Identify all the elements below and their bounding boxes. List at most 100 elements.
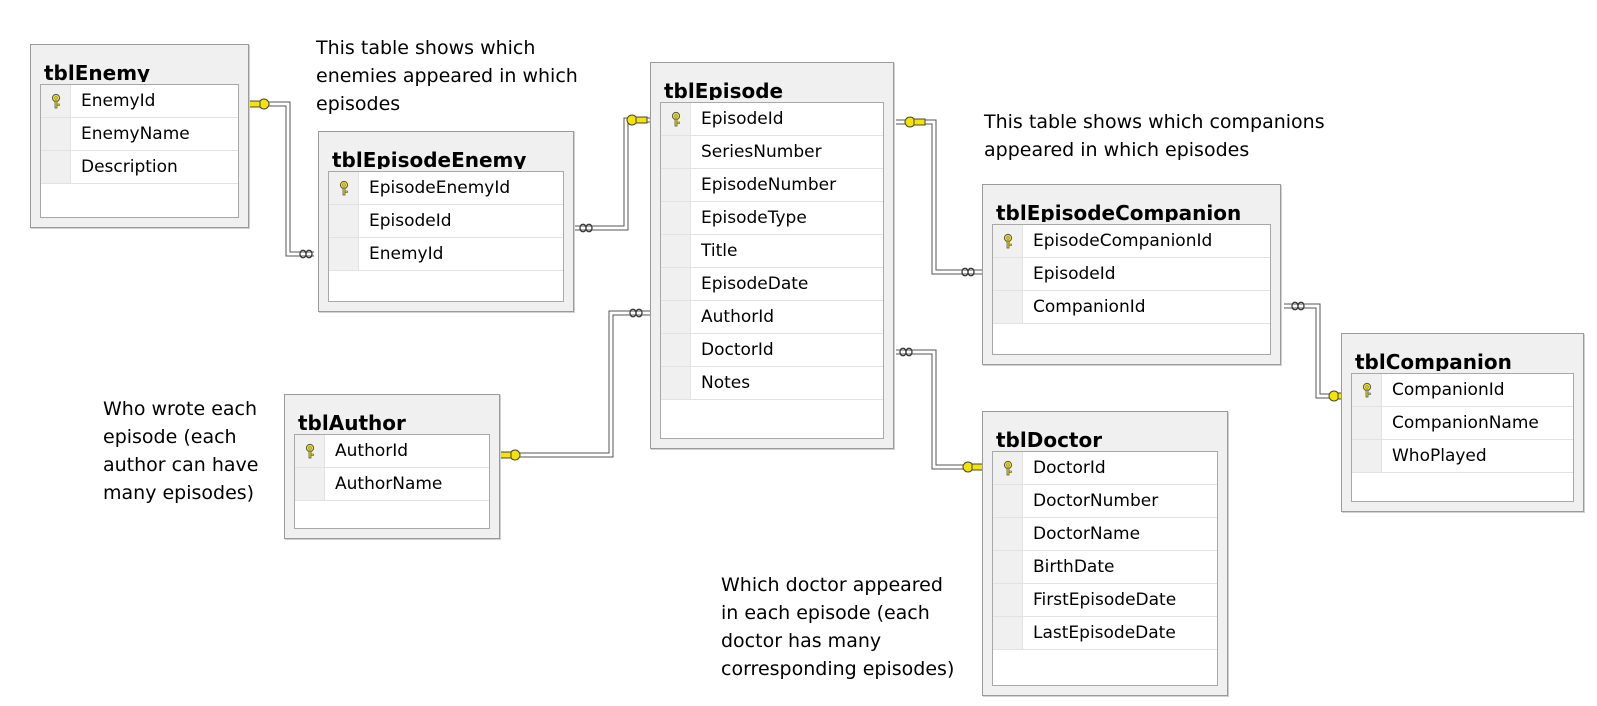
column-row[interactable]: WhoPlayed — [1352, 440, 1573, 473]
column-name: SeriesNumber — [701, 142, 822, 162]
column-row[interactable]: EpisodeType — [661, 202, 883, 235]
column-name: DoctorId — [701, 340, 774, 360]
relationship-episodeenemy-episode — [574, 114, 650, 233]
primary-key-icon — [1352, 374, 1382, 406]
column-row[interactable]: EpisodeId — [329, 205, 563, 238]
column-name: WhoPlayed — [1392, 446, 1487, 466]
column-row[interactable]: CompanionId — [993, 291, 1270, 324]
infinity-end-icon — [961, 267, 975, 277]
column-name: DoctorId — [1033, 458, 1106, 478]
column-row[interactable]: DoctorNumber — [993, 485, 1217, 518]
infinity-end-icon — [1291, 301, 1305, 311]
column-name: EnemyName — [81, 124, 190, 144]
column-name: BirthDate — [1033, 557, 1115, 577]
table-title: tblEpisode — [664, 80, 784, 100]
column-row[interactable]: EnemyId — [329, 238, 563, 271]
column-name: EnemyId — [81, 91, 156, 111]
column-row[interactable]: EpisodeNumber — [661, 169, 883, 202]
column-row[interactable]: AuthorId — [661, 301, 883, 334]
column-row[interactable]: EpisodeId — [993, 258, 1270, 291]
column-row[interactable]: BirthDate — [993, 551, 1217, 584]
row-selector — [661, 367, 691, 399]
relationship-author-episode — [499, 308, 650, 461]
row-selector — [661, 268, 691, 300]
note-line: enemies appeared in which — [316, 65, 578, 87]
infinity-end-icon — [579, 223, 593, 233]
row-selector — [993, 617, 1023, 649]
column-row[interactable]: LastEpisodeDate — [993, 617, 1217, 650]
row-selector — [661, 169, 691, 201]
column-row[interactable]: Title — [661, 235, 883, 268]
column-name: CompanionId — [1392, 380, 1505, 400]
primary-key-icon — [993, 452, 1023, 484]
row-selector — [1352, 407, 1382, 439]
column-row[interactable]: DoctorId — [661, 334, 883, 367]
column-name: LastEpisodeDate — [1033, 623, 1176, 643]
primary-key-icon — [295, 435, 325, 467]
note-line: author can have — [103, 454, 259, 476]
column-name: Notes — [701, 373, 751, 393]
column-name: EpisodeCompanionId — [1033, 231, 1213, 251]
column-name: AuthorId — [335, 441, 409, 461]
column-name: EpisodeId — [1033, 264, 1116, 284]
table-title: tblEpisodeCompanion — [996, 202, 1242, 222]
column-row[interactable]: EnemyId — [41, 85, 238, 118]
table-title: tblEnemy — [44, 62, 151, 82]
column-row[interactable]: DoctorName — [993, 518, 1217, 551]
relationship-episodecompanion-companion — [1284, 301, 1352, 402]
row-selector — [41, 151, 71, 183]
note-line: appeared in which episodes — [984, 139, 1250, 161]
column-row[interactable]: EpisodeId — [661, 103, 883, 136]
column-row[interactable]: EpisodeCompanionId — [993, 225, 1270, 258]
column-name: CompanionName — [1392, 413, 1539, 433]
column-row[interactable]: EpisodeEnemyId — [329, 172, 563, 205]
column-row[interactable]: Notes — [661, 367, 883, 400]
column-row[interactable]: CompanionName — [1352, 407, 1573, 440]
column-row[interactable]: SeriesNumber — [661, 136, 883, 169]
column-row[interactable]: FirstEpisodeDate — [993, 584, 1217, 617]
column-row[interactable]: AuthorName — [295, 468, 489, 501]
column-name: DoctorName — [1033, 524, 1141, 544]
column-row[interactable]: CompanionId — [1352, 374, 1573, 407]
row-selector — [993, 518, 1023, 550]
column-name: EpisodeEnemyId — [369, 178, 511, 198]
row-selector — [661, 235, 691, 267]
row-selector — [295, 468, 325, 500]
infinity-end-icon — [629, 308, 643, 318]
column-row[interactable]: DoctorId — [993, 452, 1217, 485]
row-selector — [1352, 440, 1382, 472]
column-row[interactable]: EnemyName — [41, 118, 238, 151]
column-name: AuthorName — [335, 474, 443, 494]
key-end-icon — [626, 114, 648, 126]
column-row[interactable]: AuthorId — [295, 435, 489, 468]
row-selector — [661, 136, 691, 168]
row-selector — [41, 118, 71, 150]
table-title: tblCompanion — [1355, 351, 1512, 371]
column-row[interactable]: Description — [41, 151, 238, 184]
row-selector — [993, 291, 1023, 323]
column-name: EpisodeType — [701, 208, 807, 228]
row-selector — [993, 584, 1023, 616]
column-name: EpisodeNumber — [701, 175, 837, 195]
column-name: EpisodeId — [369, 211, 452, 231]
note-line: This table shows which companions — [984, 111, 1325, 133]
column-row[interactable]: EpisodeDate — [661, 268, 883, 301]
row-selector — [993, 485, 1023, 517]
row-selector — [993, 258, 1023, 290]
